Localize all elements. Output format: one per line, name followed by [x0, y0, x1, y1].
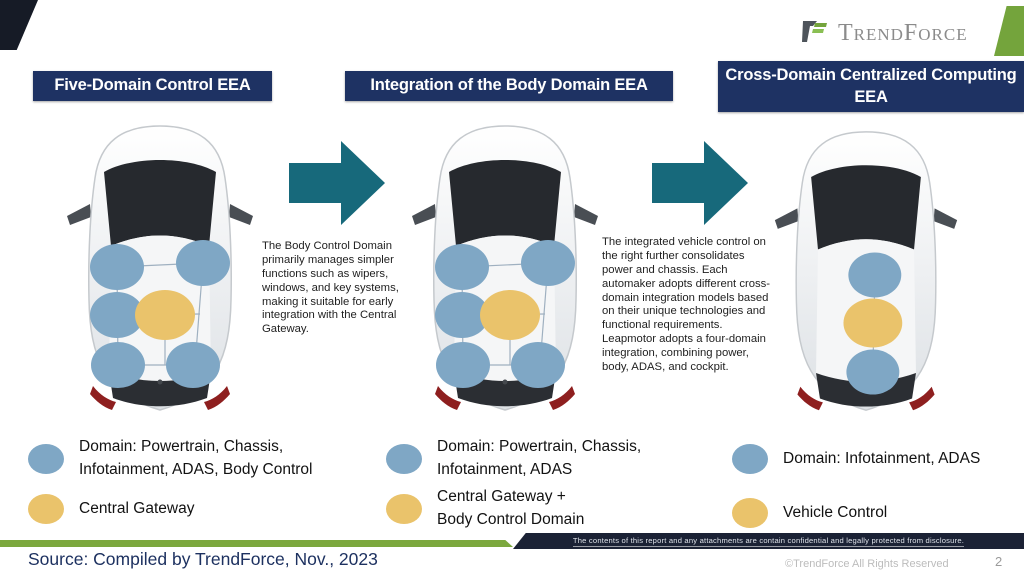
yellow-gateway-dot	[28, 494, 64, 524]
domain-node	[511, 342, 565, 388]
legend-label: Vehicle Control	[783, 503, 888, 521]
legend-label: Central Gateway	[79, 499, 195, 517]
legend-label: Domain: Powertrain, Chassis, Infotainmen…	[437, 438, 642, 478]
central-gateway-node	[135, 290, 195, 340]
footer-confidential-bar: The contents of this report and any atta…	[513, 533, 1024, 549]
stage-title-body-domain-integration: Integration of the Body Domain EEA	[345, 71, 673, 101]
car-diagram-cross-domain	[768, 124, 964, 424]
page-number: 2	[995, 554, 1003, 569]
legend-item: Vehicle Control	[732, 498, 887, 528]
car-diagram-five-domain	[60, 118, 260, 424]
domain-node	[166, 342, 220, 388]
stage-title-cross-domain: Cross-Domain Centralized Computing EEA	[718, 61, 1024, 112]
trendforce-logo: TrendForce	[800, 16, 968, 51]
corner-stripe-dark	[0, 0, 38, 50]
confidential-note: The contents of this report and any atta…	[572, 535, 965, 547]
source-note: Source: Compiled by TrendForce, Nov., 20…	[28, 549, 378, 569]
legend-item: Domain: Powertrain, Chassis, Infotainmen…	[28, 436, 312, 482]
yellow-gateway-dot	[732, 498, 768, 528]
domain-node	[90, 244, 144, 290]
legend-item: Domain: Powertrain, Chassis, Infotainmen…	[386, 436, 641, 482]
legend-item: Domain: Infotainment, ADAS	[732, 444, 980, 474]
blue-domain-dot	[28, 443, 64, 474]
annotation-body-domain: The Body Control Domain primarily manage…	[262, 240, 399, 336]
legend-item: Central Gateway + Body Control Domain	[386, 486, 584, 532]
footer-green-bar	[0, 540, 513, 547]
brand-name: TrendForce	[838, 20, 968, 46]
legend-item: Central Gateway	[28, 494, 194, 524]
yellow-gateway-dot	[386, 493, 422, 524]
domain-node	[435, 292, 489, 338]
domain-node	[846, 349, 900, 395]
car-diagram-body-domain	[405, 118, 605, 424]
evolution-arrow-1	[289, 139, 387, 227]
legend-label: Domain: Powertrain, Chassis, Infotainmen…	[79, 438, 313, 478]
domain-node	[176, 240, 230, 286]
evolution-arrow-2	[652, 139, 750, 227]
corner-stripe-green	[994, 6, 1024, 56]
legend-label: Domain: Infotainment, ADAS	[783, 449, 981, 467]
vehicle-control-node	[843, 298, 903, 348]
stage-title-five-domain: Five-Domain Control EEA	[33, 71, 272, 101]
domain-node	[90, 292, 144, 338]
trendforce-logo-icon	[800, 16, 830, 51]
blue-domain-dot	[386, 443, 422, 474]
annotation-cross-domain: The integrated vehicle control on the ri…	[602, 236, 771, 374]
legend-label: Central Gateway + Body Control Domain	[437, 488, 585, 528]
domain-node	[435, 244, 489, 290]
domain-node	[436, 342, 490, 388]
domain-node	[91, 342, 145, 388]
copyright-note: ©TrendForce All Rights Reserved	[785, 558, 949, 570]
domain-node	[521, 240, 575, 286]
central-gateway-node	[480, 290, 540, 340]
domain-node	[848, 252, 902, 298]
blue-domain-dot	[732, 444, 768, 474]
